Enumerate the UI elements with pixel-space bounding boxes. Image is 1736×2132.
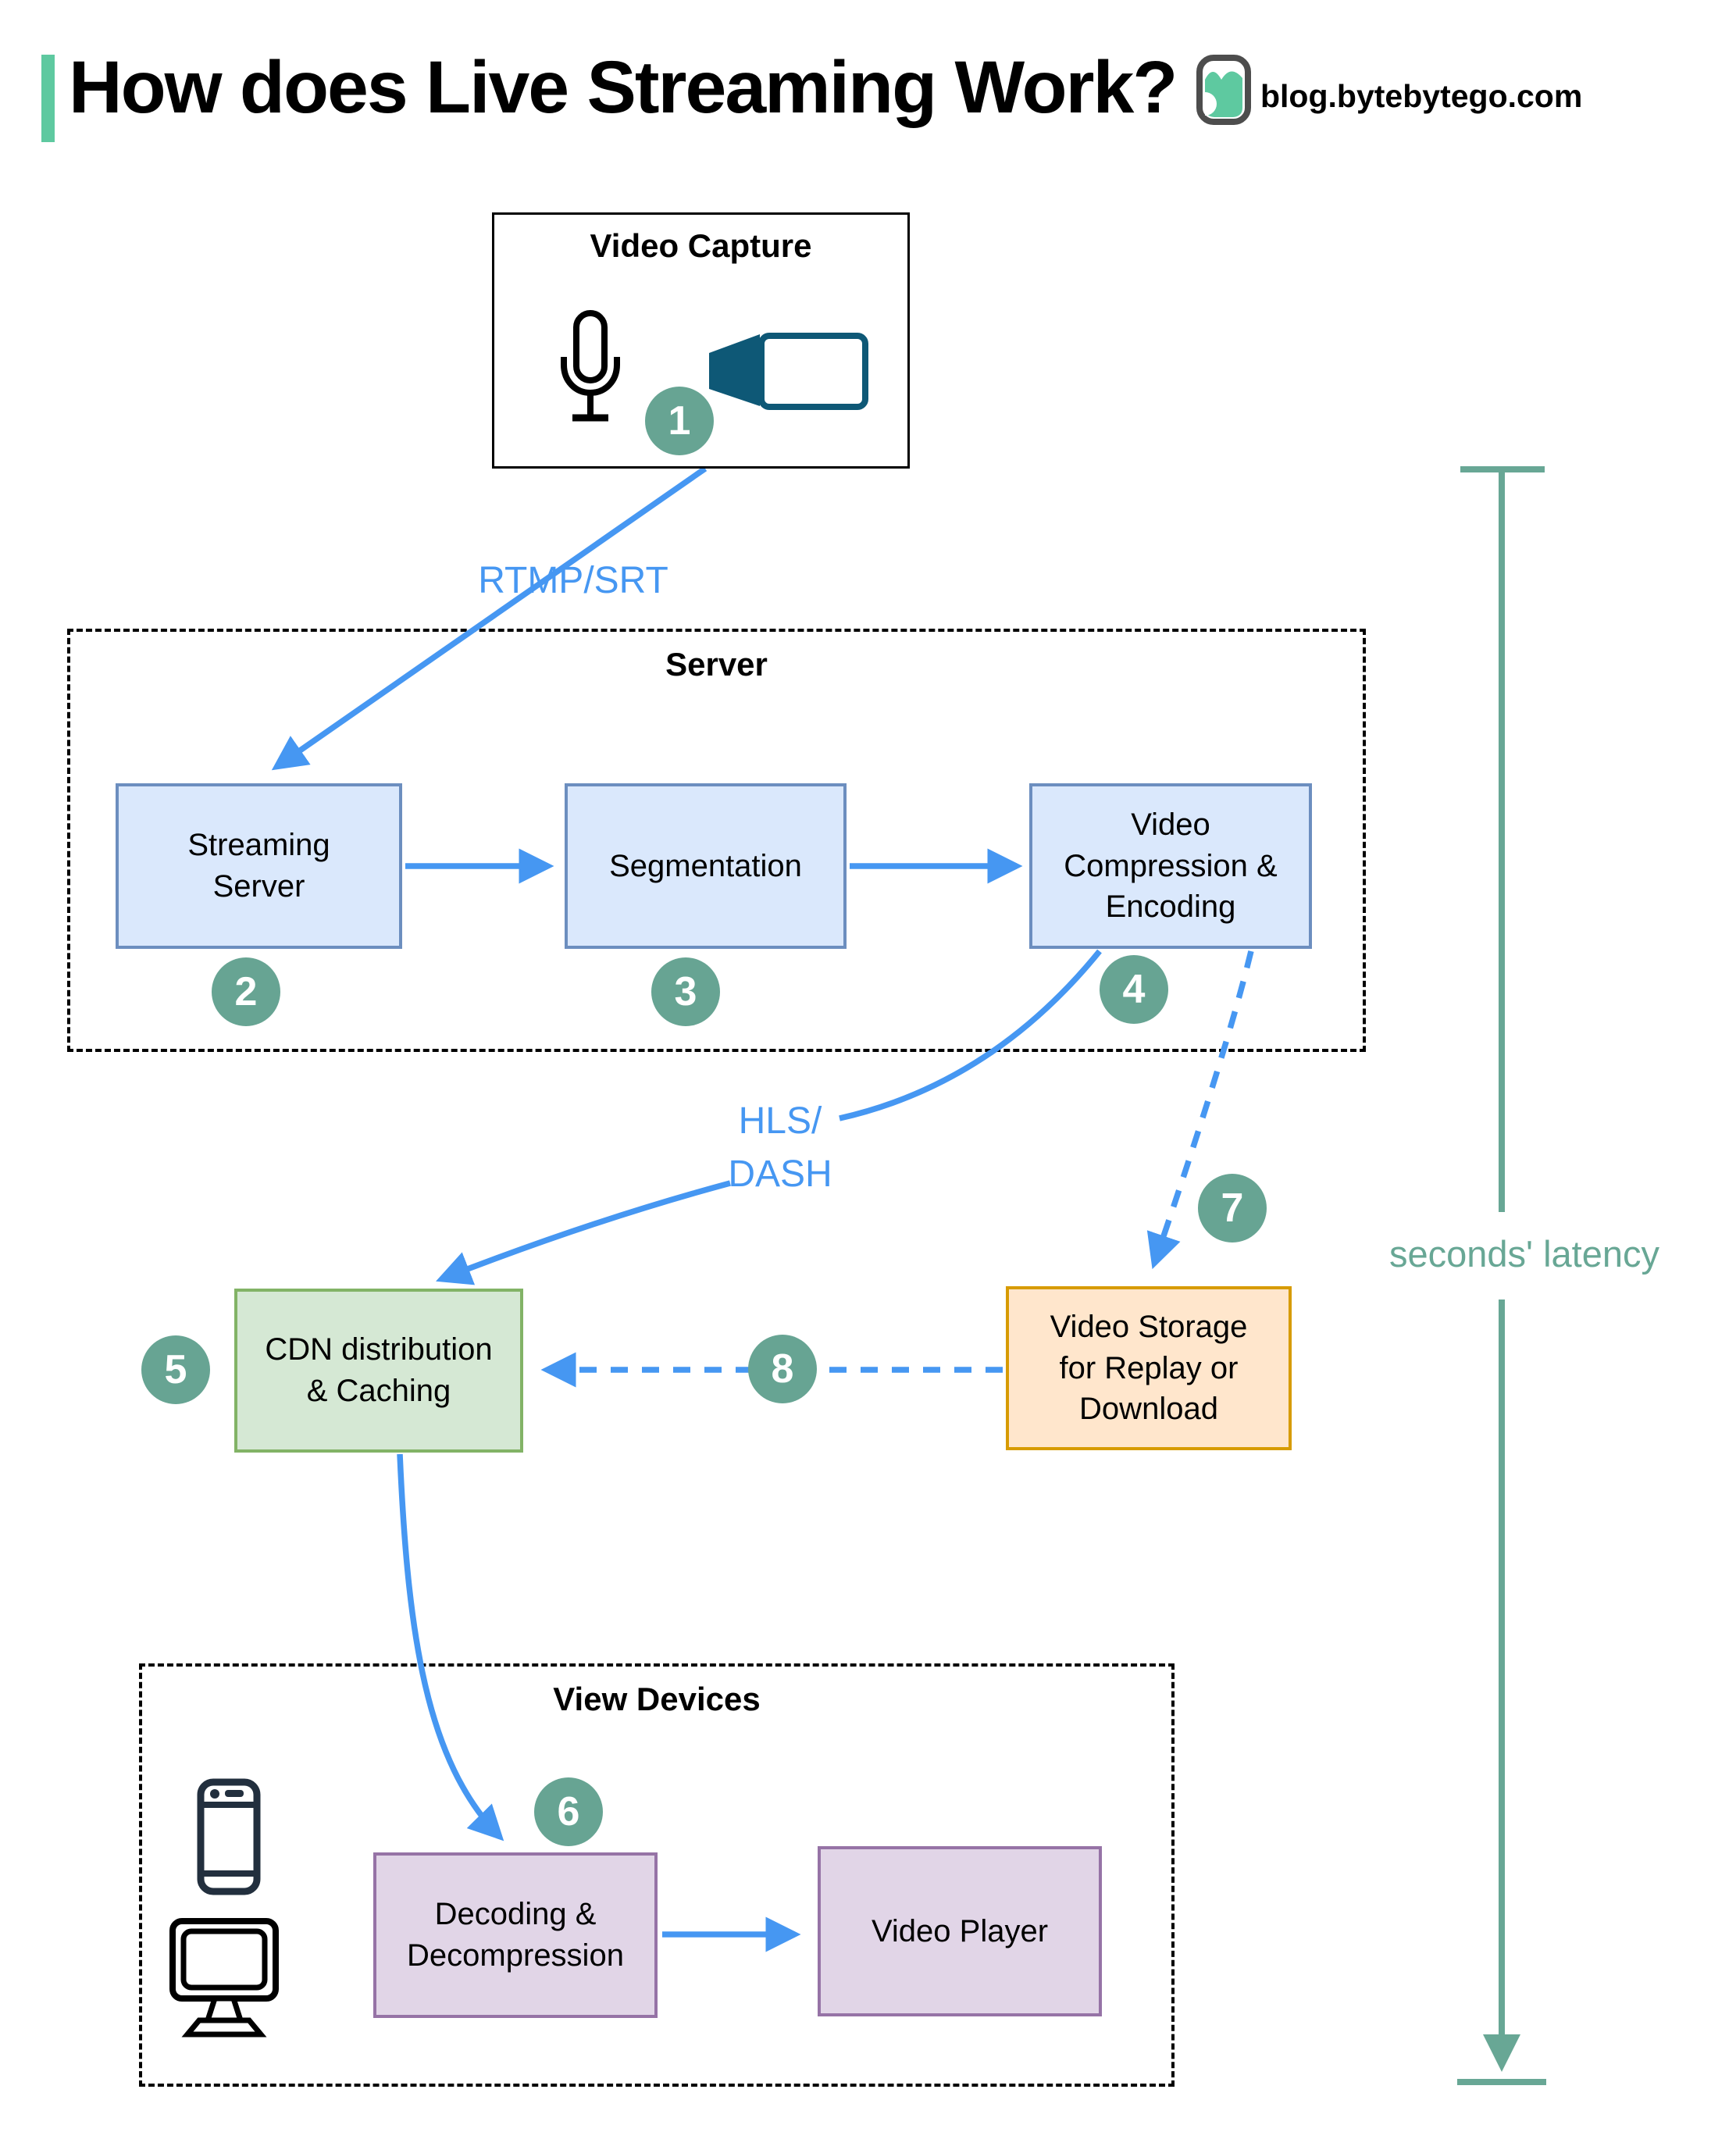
edge-label-rtmp-srt: RTMP/SRT [478,560,668,601]
view-devices-group: View Devices [139,1663,1175,2087]
step-badge-8: 8 [748,1335,817,1403]
step-badge-5: 5 [141,1335,210,1404]
node-video-compression-encoding: Video Compression & Encoding [1029,783,1312,949]
node-cdn-distribution-caching: CDN distribution & Caching [234,1289,523,1453]
step-badge-3: 3 [651,957,720,1026]
node-video-storage: Video Storage for Replay or Download [1006,1286,1292,1450]
node-segmentation: Segmentation [565,783,847,949]
smartphone-icon [197,1778,261,1895]
server-group-label: Server [665,646,768,683]
title-accent-bar [41,55,55,142]
step-badge-6: 6 [534,1777,603,1846]
step-badge-2: 2 [212,957,280,1026]
bytebytego-owl-logo-icon [1196,55,1251,125]
step-badge-4: 4 [1100,955,1168,1024]
page-title: How does Live Streaming Work? [69,46,1178,129]
node-video-player: Video Player [818,1846,1102,2016]
desktop-monitor-icon [169,1917,280,2039]
step-badge-1: 1 [645,387,714,455]
node-streaming-server: Streaming Server [116,783,402,949]
video-capture-title: Video Capture [590,227,812,264]
node-decoding-decompression: Decoding & Decompression [373,1852,658,2018]
view-devices-group-label: View Devices [553,1681,761,1717]
video-camera-icon [705,332,869,412]
microphone-icon [559,308,622,437]
latency-label: seconds' latency [1388,1233,1659,1275]
brand-url: blog.bytebytego.com [1260,78,1583,114]
step-badge-7: 7 [1198,1174,1267,1242]
edge-label-hls-dash: HLS/ DASH [728,1100,832,1196]
